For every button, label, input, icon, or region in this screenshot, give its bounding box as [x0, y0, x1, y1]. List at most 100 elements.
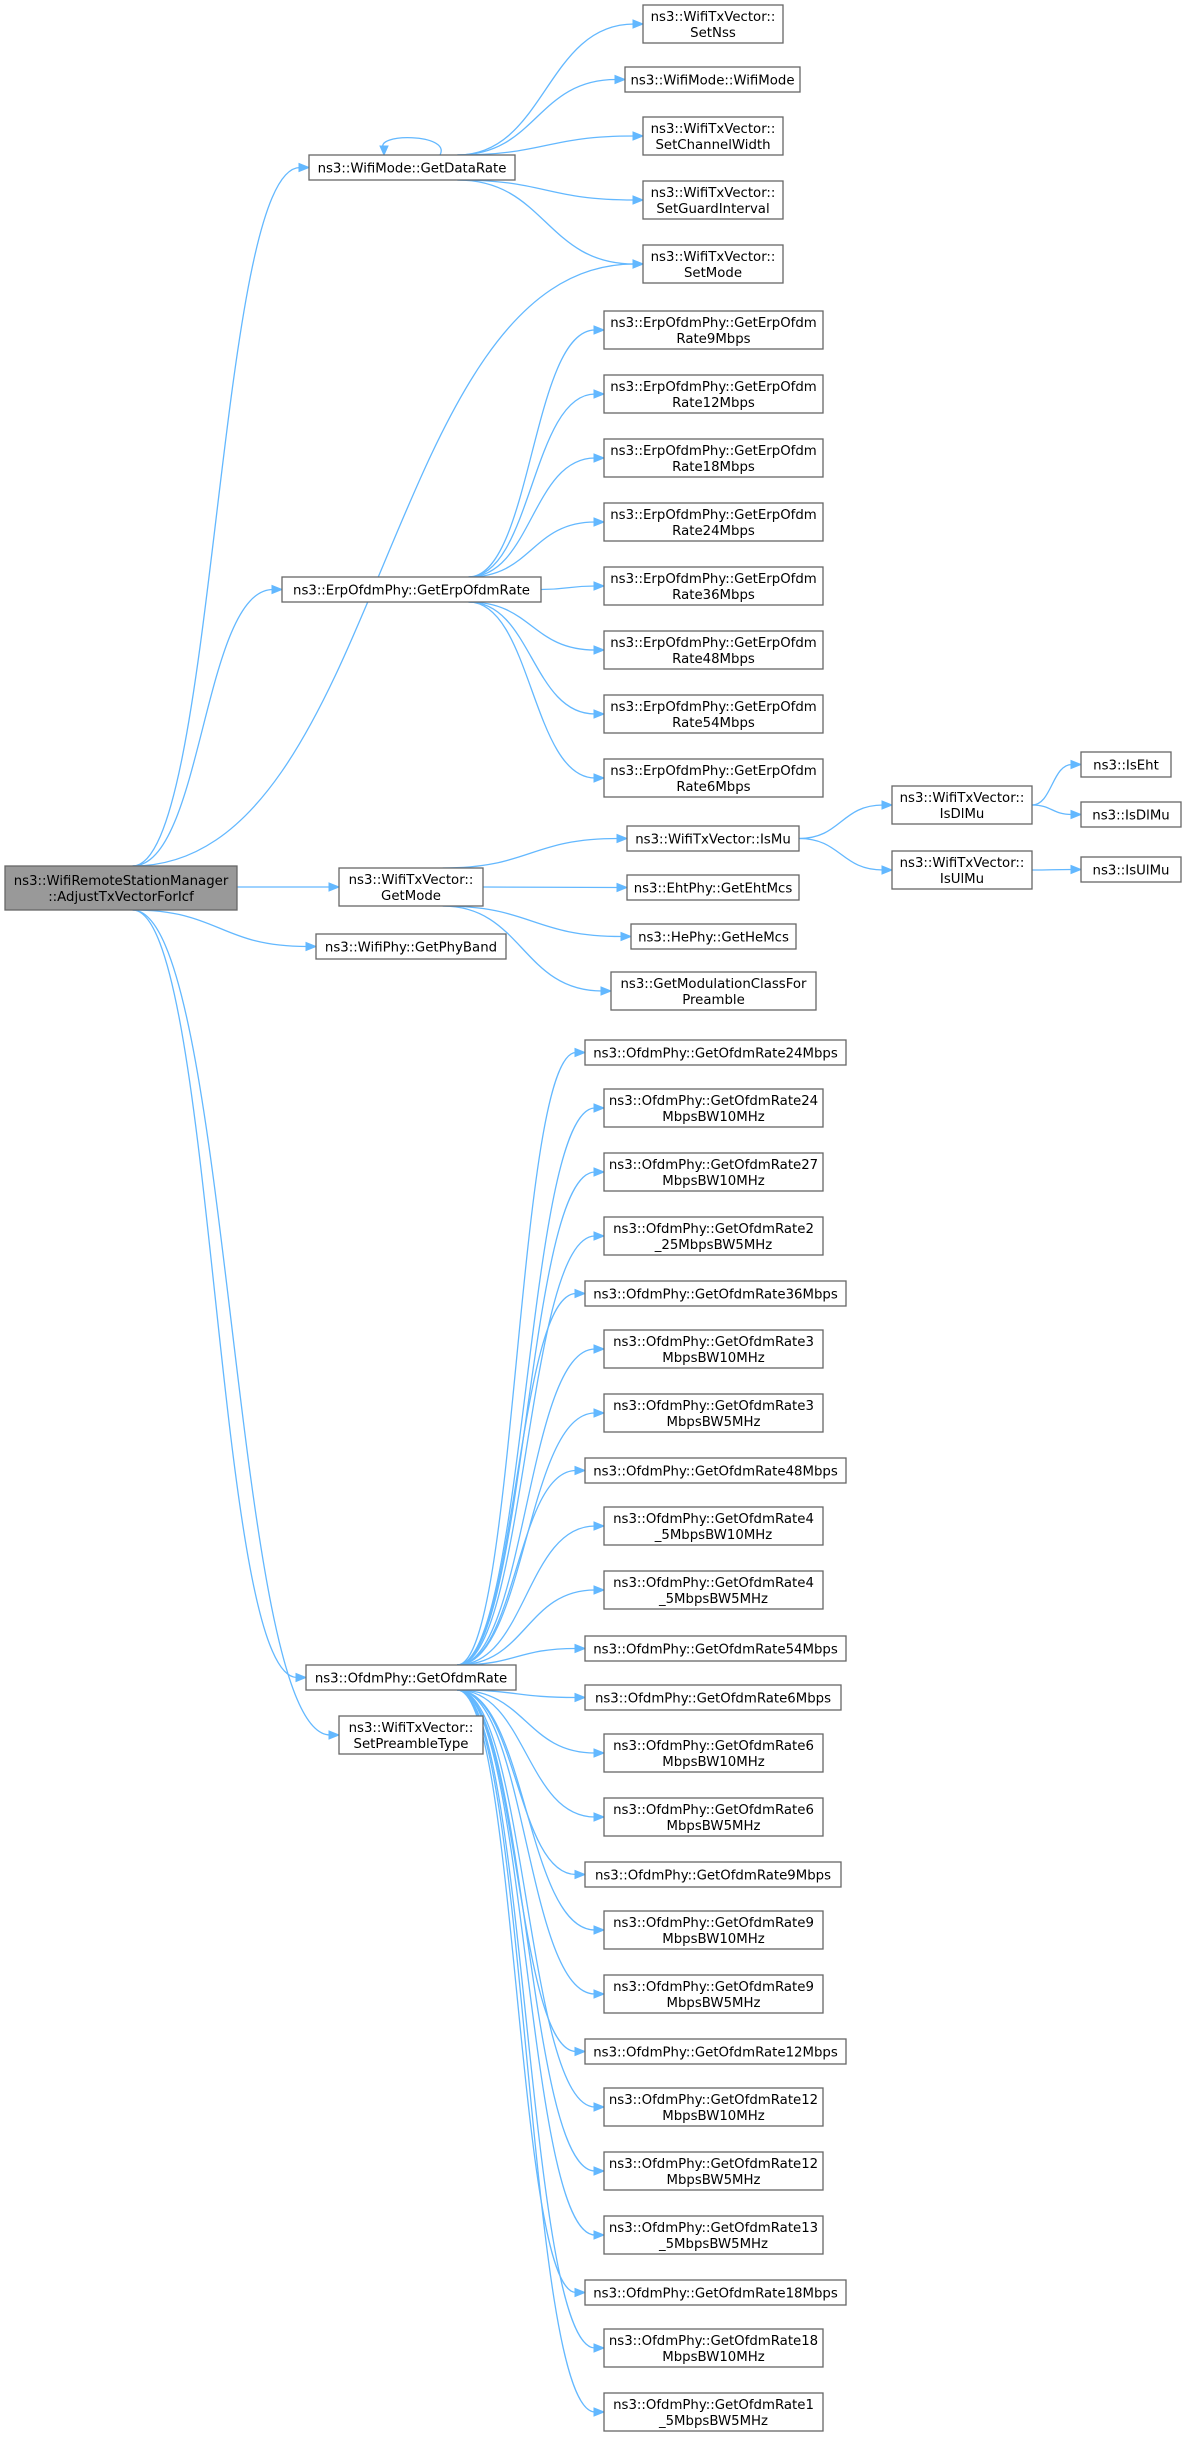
node-label-line: ns3::OfdmPhy::GetOfdmRate36Mbps: [593, 1288, 838, 1303]
node-setChannelWidth[interactable]: ns3::WifiTxVector::SetChannelWidth: [642, 116, 784, 156]
node-o18[interactable]: ns3::OfdmPhy::GetOfdmRate18Mbps: [584, 2279, 847, 2306]
node-box: [626, 874, 800, 901]
node-box: [603, 374, 824, 414]
node-label-line: ns3::WifiPhy::GetPhyBand: [325, 941, 497, 956]
node-label-line: _5MbpsBW5MHz: [658, 2237, 768, 2252]
node-label-line: IsUlMu: [940, 872, 984, 887]
node-getHeMcs[interactable]: ns3::HePhy::GetHeMcs: [630, 923, 797, 950]
node-setPreambleType[interactable]: ns3::WifiTxVector::SetPreambleType: [338, 1715, 484, 1755]
node-o13_5bw5[interactable]: ns3::OfdmPhy::GetOfdmRate13_5MbpsBW5MHz: [603, 2215, 824, 2255]
node-label-line: ns3::OfdmPhy::GetOfdmRate9: [613, 1916, 814, 1931]
node-setMode[interactable]: ns3::WifiTxVector::SetMode: [642, 244, 784, 284]
node-getPhyBand[interactable]: ns3::WifiPhy::GetPhyBand: [315, 933, 507, 960]
edge-getOfdmRate-to-o9bw5: [457, 1689, 606, 1999]
node-label-line: Rate12Mbps: [672, 396, 755, 411]
node-o2_25bw5[interactable]: ns3::OfdmPhy::GetOfdmRate2_25MbpsBW5MHz: [603, 1216, 824, 1256]
node-label-line: ns3::ErpOfdmPhy::GetErpOfdm: [610, 444, 816, 459]
node-getErpOfdmRate[interactable]: ns3::ErpOfdmPhy::GetErpOfdmRate: [281, 576, 542, 603]
edge-getMode-to-getHeMcs: [442, 905, 633, 942]
node-label-line: ns3::ErpOfdmPhy::GetErpOfdm: [610, 572, 816, 587]
node-getEhtMcs[interactable]: ns3::EhtPhy::GetEhtMcs: [626, 874, 800, 901]
node-label-line: ns3::OfdmPhy::GetOfdmRate6Mbps: [595, 1692, 831, 1707]
node-label-line: Rate24Mbps: [672, 524, 755, 539]
node-box: [642, 180, 784, 220]
node-label-line: ns3::OfdmPhy::GetOfdmRate9Mbps: [595, 1869, 831, 1884]
node-o48[interactable]: ns3::OfdmPhy::GetOfdmRate48Mbps: [584, 1457, 847, 1484]
node-label-line: MbpsBW5MHz: [667, 1996, 761, 2011]
node-label-line: ns3::ErpOfdmPhy::GetErpOfdm: [610, 380, 816, 395]
node-getOfdmRate[interactable]: ns3::OfdmPhy::GetOfdmRate: [305, 1664, 517, 1691]
node-label-line: SetChannelWidth: [655, 138, 770, 153]
node-isDlMu[interactable]: ns3::IsDlMu: [1080, 801, 1182, 828]
node-box: [1080, 856, 1182, 883]
node-label-line: ns3::EhtPhy::GetEhtMcs: [634, 882, 793, 897]
node-label-line: ns3::OfdmPhy::GetOfdmRate24Mbps: [593, 1047, 838, 1062]
edge-getDataRate-to-getDataRate: [379, 137, 442, 157]
node-label-line: ns3::OfdmPhy::GetOfdmRate54Mbps: [593, 1643, 838, 1658]
node-o1_5bw5[interactable]: ns3::OfdmPhy::GetOfdmRate1_5MbpsBW5MHz: [603, 2392, 824, 2432]
node-label-line: GetMode: [381, 889, 441, 904]
node-getDataRate[interactable]: ns3::WifiMode::GetDataRate: [308, 154, 516, 181]
edge-getOfdmRate-to-o12bw10: [457, 1689, 606, 2112]
node-o24[interactable]: ns3::OfdmPhy::GetOfdmRate24Mbps: [584, 1039, 847, 1066]
node-label-line: IsDlMu: [940, 807, 985, 822]
node-o54[interactable]: ns3::OfdmPhy::GetOfdmRate54Mbps: [584, 1635, 847, 1662]
node-setNss[interactable]: ns3::WifiTxVector::SetNss: [642, 4, 784, 44]
edge-getOfdmRate-to-o24: [457, 1047, 587, 1666]
node-label-line: ns3::WifiTxVector::: [349, 873, 474, 888]
node-label-line: ns3::WifiTxVector::: [900, 856, 1025, 871]
node-isUlMuTx[interactable]: ns3::WifiTxVector::IsUlMu: [891, 850, 1033, 890]
node-o6[interactable]: ns3::OfdmPhy::GetOfdmRate6Mbps: [584, 1684, 842, 1711]
edge-isDlMuTx-to-isDlMu: [1031, 804, 1083, 820]
node-label-line: ns3::OfdmPhy::GetOfdmRate6: [613, 1739, 814, 1754]
node-box: [603, 1506, 824, 1546]
edge-isMu-to-isDlMuTx: [798, 800, 894, 840]
node-isDlMuTx[interactable]: ns3::WifiTxVector::IsDlMu: [891, 785, 1033, 825]
node-o9[interactable]: ns3::OfdmPhy::GetOfdmRate9Mbps: [584, 1861, 842, 1888]
node-getMode[interactable]: ns3::WifiTxVector::GetMode: [338, 867, 484, 907]
node-isUlMu[interactable]: ns3::IsUlMu: [1080, 856, 1182, 883]
node-o36[interactable]: ns3::OfdmPhy::GetOfdmRate36Mbps: [584, 1280, 847, 1307]
edge-getErpOfdmRate-to-erp18: [468, 453, 606, 578]
node-label-line: ns3::WifiMode::GetDataRate: [318, 162, 507, 177]
node-label-line: ns3::OfdmPhy::GetOfdmRate18: [609, 2334, 818, 2349]
node-setGuardInterval[interactable]: ns3::WifiTxVector::SetGuardInterval: [642, 180, 784, 220]
node-o4_5bw10[interactable]: ns3::OfdmPhy::GetOfdmRate4_5MbpsBW10MHz: [603, 1506, 824, 1546]
node-wifiMode[interactable]: ns3::WifiMode::WifiMode: [624, 66, 801, 93]
edge-getErpOfdmRate-to-erp36: [540, 581, 606, 591]
edge-getOfdmRate-to-o4_5bw5: [457, 1585, 606, 1666]
node-box: [584, 1684, 842, 1711]
node-label-line: ns3::ErpOfdmPhy::GetErpOfdm: [610, 764, 816, 779]
edge-getDataRate-to-wifiMode: [457, 74, 627, 156]
node-o12[interactable]: ns3::OfdmPhy::GetOfdmRate12Mbps: [584, 2038, 847, 2065]
node-box: [603, 630, 824, 670]
node-o4_5bw5[interactable]: ns3::OfdmPhy::GetOfdmRate4_5MbpsBW5MHz: [603, 1570, 824, 1610]
edge-getDataRate-to-setGuardInterval: [457, 179, 645, 205]
node-isMu[interactable]: ns3::WifiTxVector::IsMu: [626, 825, 800, 852]
node-label-line: ns3::OfdmPhy::GetOfdmRate3: [613, 1399, 814, 1414]
edge-isUlMuTx-to-isUlMu: [1031, 864, 1083, 875]
edge-getOfdmRate-to-o6bw5: [457, 1689, 606, 1822]
node-label-line: ns3::WifiTxVector::: [651, 250, 776, 265]
node-isEht[interactable]: ns3::IsEht: [1080, 751, 1172, 778]
